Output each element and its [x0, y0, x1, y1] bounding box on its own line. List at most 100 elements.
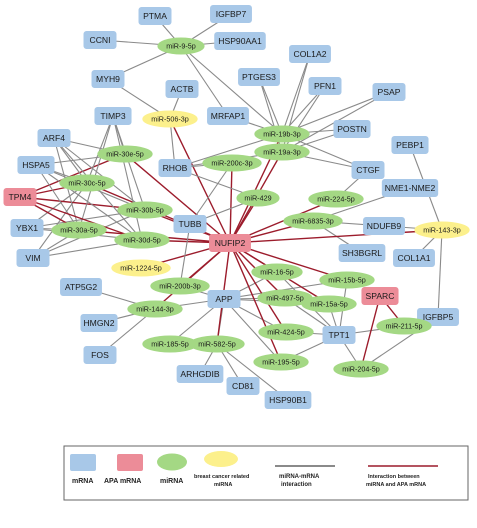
apa-interaction-edge-mir-30e-5p-tpm4	[19, 153, 126, 198]
node-label-actb: ACTB	[171, 84, 194, 94]
node-label-mir-211-5p: miR-211-5p	[385, 322, 422, 331]
node-vim[interactable]: VIM	[16, 249, 50, 267]
node-label-tubb: TUBB	[179, 219, 202, 229]
node-hmgn2[interactable]: HMGN2	[80, 314, 118, 332]
node-arf4[interactable]: ARF4	[37, 129, 71, 147]
node-mir-200b-3p[interactable]: miR-200b-3p	[150, 277, 210, 295]
node-tpm4[interactable]: TPM4	[3, 188, 37, 206]
node-label-fos: FOS	[91, 350, 109, 360]
node-mir-30b-5p[interactable]: miR-30b-5p	[117, 201, 173, 219]
node-arhgdib[interactable]: ARHGDIB	[176, 365, 224, 383]
node-mir-19a-3p[interactable]: miR-19a-3p	[254, 143, 310, 161]
node-mir-200c-3p[interactable]: miR-200c-3p	[202, 154, 262, 172]
apa-interaction-edge-mir-204-5p-sparc	[360, 295, 381, 370]
node-ctgf[interactable]: CTGF	[351, 161, 385, 179]
node-pfn1[interactable]: PFN1	[308, 77, 342, 95]
node-actb[interactable]: ACTB	[165, 80, 199, 98]
node-igfbp7[interactable]: IGFBP7	[210, 5, 252, 23]
node-tubb[interactable]: TUBB	[173, 215, 207, 233]
node-shape-mir-30a-5p	[51, 221, 107, 239]
node-mir-195-5p[interactable]: miR-195-5p	[253, 353, 309, 371]
node-label-mir-30a-5p: miR-30a-5p	[60, 226, 98, 235]
node-label-pebp1: PEBP1	[396, 140, 424, 150]
node-shape-col1a1	[393, 249, 435, 267]
legend-apa-int-label-2: miRNA and APA mRNA	[366, 482, 426, 488]
node-mir-582-5p[interactable]: miR-582-5p	[189, 335, 245, 353]
node-cd81[interactable]: CD81	[226, 377, 260, 395]
node-mir-30e-5p[interactable]: miR-30e-5p	[97, 145, 153, 163]
node-ptges3[interactable]: PTGES3	[238, 68, 280, 86]
node-mir-19b-3p[interactable]: miR-19b-3p	[254, 125, 310, 143]
legend-mirna-label: miRNA	[160, 478, 183, 485]
node-mir-424-5p[interactable]: miR-424-5p	[258, 323, 314, 341]
node-label-cd81: CD81	[232, 381, 254, 391]
node-mir-143-3p[interactable]: miR-143-3p	[414, 221, 470, 239]
node-postn[interactable]: POSTN	[333, 120, 371, 138]
node-pebp1[interactable]: PEBP1	[391, 136, 429, 154]
node-label-mir-497-5p: miR-497-5p	[266, 294, 304, 303]
node-app[interactable]: APP	[207, 290, 241, 308]
node-shape-cd81	[226, 377, 260, 395]
apa-interaction-edge-mir-144-3p-nufip2	[154, 242, 231, 310]
node-shape-myh9	[91, 70, 125, 88]
node-rhob[interactable]: RHOB	[158, 159, 192, 177]
node-shape-nme1-nme2	[381, 179, 439, 197]
node-shape-mir-16-5p	[251, 263, 303, 281]
node-mir-16-5p[interactable]: miR-16-5p	[251, 263, 303, 281]
node-mir-211-5p[interactable]: miR-211-5p	[376, 317, 432, 335]
node-label-arf4: ARF4	[43, 133, 65, 143]
node-hsp90aa1[interactable]: HSP90AA1	[214, 32, 266, 50]
node-shape-mir-144-3p	[127, 300, 183, 318]
node-nme1-nme2[interactable]: NME1-NME2	[381, 179, 439, 197]
node-mir-224-5p[interactable]: miR-224-5p	[308, 190, 364, 208]
node-col1a2[interactable]: COL1A2	[289, 45, 331, 63]
node-shape-mir-1224-5p	[111, 259, 171, 277]
node-col1a1[interactable]: COL1A1	[393, 249, 435, 267]
node-sparc[interactable]: SPARC	[361, 287, 399, 305]
node-nufip2[interactable]: NUFIP2	[209, 234, 251, 252]
node-mir-1224-5p[interactable]: miR-1224-5p	[111, 259, 171, 277]
node-tpt1[interactable]: TPT1	[322, 326, 356, 344]
node-igfbp5[interactable]: IGFBP5	[417, 308, 459, 326]
node-mir-15a-5p[interactable]: miR-15a-5p	[301, 295, 357, 313]
node-shape-hmgn2	[80, 314, 118, 332]
node-fos[interactable]: FOS	[83, 346, 117, 364]
apa-interaction-edge-mir-195-5p-nufip2	[229, 242, 282, 363]
node-hsp90b1[interactable]: HSP90B1	[264, 391, 312, 409]
node-shape-mir-30c-5p	[59, 174, 115, 192]
node-mir-6835-3p[interactable]: miR-6835-3p	[283, 212, 343, 230]
node-atp5g2[interactable]: ATP5G2	[60, 278, 102, 296]
node-label-tpm4: TPM4	[9, 192, 32, 202]
node-mir-9-5p[interactable]: miR-9-5p	[157, 37, 205, 55]
node-hspa5[interactable]: HSPA5	[17, 156, 55, 174]
node-label-sparc: SPARC	[366, 291, 395, 301]
node-ptma[interactable]: PTMA	[138, 7, 172, 25]
node-ccni[interactable]: CCNI	[83, 31, 117, 49]
apa-interaction-edge-mir-506-3p-nufip2	[169, 118, 231, 244]
node-sh3bgrl[interactable]: SH3BGRL	[338, 244, 386, 262]
node-myh9[interactable]: MYH9	[91, 70, 125, 88]
node-label-mir-224-5p: miR-224-5p	[317, 195, 355, 204]
node-mir-185-5p[interactable]: miR-185-5p	[142, 335, 198, 353]
node-mir-429[interactable]: miR-429	[236, 189, 280, 207]
node-mir-30a-5p[interactable]: miR-30a-5p	[51, 221, 107, 239]
node-mir-144-3p[interactable]: miR-144-3p	[127, 300, 183, 318]
node-mir-15b-5p[interactable]: miR-15b-5p	[319, 271, 375, 289]
node-timp3[interactable]: TIMP3	[94, 107, 132, 125]
node-mrfap1[interactable]: MRFAP1	[207, 107, 249, 125]
node-shape-hsp90b1	[264, 391, 312, 409]
node-psap[interactable]: PSAP	[372, 83, 406, 101]
node-mir-204-5p[interactable]: miR-204-5p	[333, 360, 389, 378]
node-ndufb9[interactable]: NDUFB9	[363, 217, 405, 235]
interaction-edge-mir-30c-5p-timp3	[86, 115, 114, 184]
node-mir-506-3p[interactable]: miR-506-3p	[142, 110, 198, 128]
interaction-edge-mir-30d-5p-timp3	[112, 115, 143, 241]
node-ybx1[interactable]: YBX1	[10, 219, 44, 237]
node-mir-30c-5p[interactable]: miR-30c-5p	[59, 174, 115, 192]
node-mir-497-5p[interactable]: miR-497-5p	[257, 289, 313, 307]
node-shape-arhgdib	[176, 365, 224, 383]
node-mir-30d-5p[interactable]: miR-30d-5p	[114, 231, 170, 249]
node-label-mir-30c-5p: miR-30c-5p	[68, 179, 105, 188]
interaction-edge-mir-30b-5p-timp3	[112, 115, 146, 211]
node-shape-tubb	[173, 215, 207, 233]
